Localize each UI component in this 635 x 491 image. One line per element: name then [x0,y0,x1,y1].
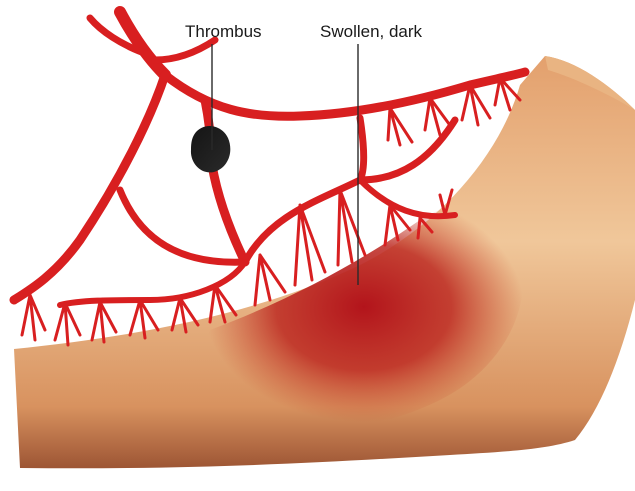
artery-occluded-branch [205,100,245,262]
leader-lines [212,44,358,285]
thrombus-label: Thrombus [185,23,262,40]
artery-left-branch [14,75,165,300]
artery-top-right-branch [155,40,215,60]
artery-lower-arcade-right [360,118,455,180]
thrombus-occlusion [191,126,230,172]
swollen-dark-label: Swollen, dark [320,23,422,40]
